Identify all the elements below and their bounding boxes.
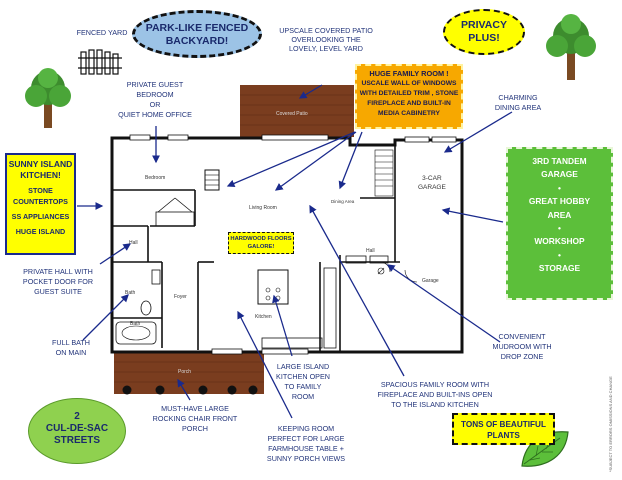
room-dining-area: Dining Area <box>331 199 355 204</box>
note-covered-patio: UPSCALE COVERED PATIO OVERLOOKING THE LO… <box>279 26 373 53</box>
room-3car-garage: 3-CAR GARAGE <box>418 175 446 191</box>
room-bath-2: Bath <box>130 321 141 327</box>
room-garage: Garage <box>422 278 439 284</box>
hardwood-floors-badge: HARDWOOD FLOORS GALORE! <box>228 232 294 254</box>
kitchen-island <box>257 269 289 305</box>
note-fenced-yard: FENCED YARD <box>76 28 128 37</box>
porch-column <box>122 385 132 395</box>
note-spacious-family-room: SPACIOUS FAMILY ROOM WITH FIREPLACE AND … <box>377 380 493 409</box>
disclaimer: *SUBJECT TO ERRORS OMISSIONS AND CHANGE <box>608 376 613 472</box>
sunny-kitchen-box: SUNNY ISLAND KITCHEN! STONE COUNTERTOPS … <box>5 153 76 255</box>
huge-family-room-box: HUGE FAMILY ROOM ! USCALE WALL OF WINDOW… <box>355 64 463 129</box>
note-mudroom: CONVENIENT MUDROOM WITH DROP ZONE <box>492 332 552 361</box>
porch-column <box>198 385 208 395</box>
park-like-backyard-badge: PARK-LIKE FENCED BACKYARD! <box>132 10 262 58</box>
covered-patio-deck <box>240 85 354 137</box>
room-bath: Bath <box>125 290 136 296</box>
plants-badge: TONS OF BEAUTIFUL PLANTS <box>452 413 555 445</box>
room-covered-patio: Covered Patio <box>276 111 308 117</box>
cul-de-sac-badge: 2 CUL-DE-SAC STREETS <box>28 398 126 464</box>
note-island-kitchen: LARGE ISLAND KITCHEN OPEN TO FAMILY ROOM <box>276 362 330 401</box>
privacy-badge: PRIVACY PLUS! <box>443 9 525 55</box>
room-living-room: Living Room <box>249 205 277 211</box>
room-porch: Porch <box>178 369 192 375</box>
porch-column <box>227 385 237 395</box>
room-hall-right: Hall <box>366 248 375 254</box>
note-keeping-room: KEEPING ROOM PERFECT FOR LARGE FARMHOUSE… <box>266 424 346 463</box>
room-hall-left: Hall <box>129 240 138 246</box>
note-guest-bedroom: PRIVATE GUEST BEDROOM OR QUIET HOME OFFI… <box>118 80 192 119</box>
note-full-bath: FULL BATH ON MAIN <box>52 338 90 357</box>
note-front-porch: MUST-HAVE LARGE ROCKING CHAIR FRONT PORC… <box>152 404 238 433</box>
room-kitchen: Kitchen <box>255 314 272 320</box>
tree-icon <box>546 14 596 80</box>
porch-column <box>155 385 165 395</box>
front-porch-deck <box>114 352 264 394</box>
tandem-garage-box: 3RD TANDEM GARAGE • GREAT HOBBY AREA • W… <box>506 147 613 300</box>
room-bedroom: Bedroom <box>145 175 166 181</box>
porch-column <box>248 385 258 395</box>
note-dining-area: CHARMING DINING AREA <box>494 93 542 112</box>
fence-icon <box>78 49 122 75</box>
room-foyer: Foyer <box>174 294 187 300</box>
tree-icon <box>25 68 71 128</box>
note-private-hall: PRIVATE HALL WITH POCKET DOOR FOR GUEST … <box>22 267 94 296</box>
